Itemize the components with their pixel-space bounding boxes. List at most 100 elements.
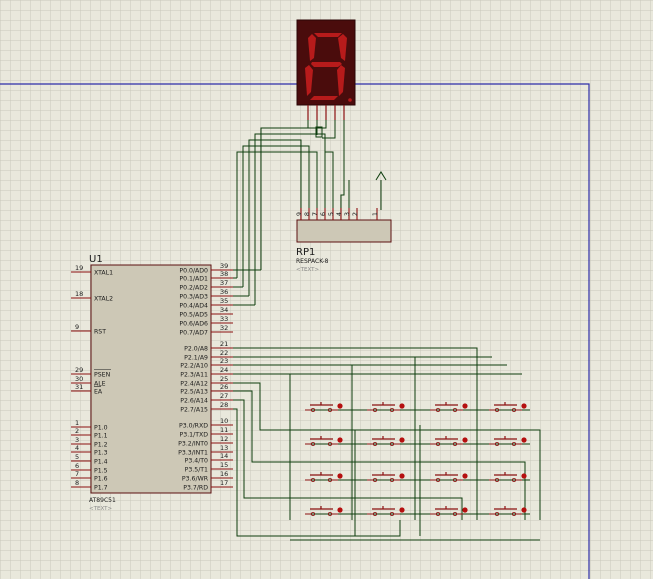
button-dot bbox=[462, 507, 468, 513]
keypad-button[interactable] bbox=[367, 436, 405, 446]
keypad-button[interactable] bbox=[367, 472, 405, 482]
button-dot bbox=[462, 403, 468, 409]
button-dot bbox=[521, 473, 527, 479]
pin-number: 39 bbox=[220, 262, 228, 270]
rp-pin-7[interactable]: 7 bbox=[311, 208, 319, 220]
segment-g bbox=[311, 62, 342, 67]
keypad-button[interactable] bbox=[489, 506, 527, 517]
rp-pin-5[interactable]: 5 bbox=[327, 208, 335, 220]
pin-label: P2.0/A8 bbox=[184, 346, 208, 353]
rp-pin-2[interactable]: 2 bbox=[351, 208, 359, 220]
mcu-pin-p12[interactable]: 3P1.2 bbox=[71, 436, 108, 449]
pin-number: 27 bbox=[220, 392, 228, 400]
button-dot bbox=[399, 473, 405, 479]
pin-number: 26 bbox=[220, 383, 228, 391]
pin-number: 14 bbox=[220, 452, 228, 460]
pin-number: 1 bbox=[75, 419, 79, 427]
pin-label: P0.7/AD7 bbox=[179, 330, 208, 337]
mcu-pin-p10[interactable]: 1P1.0 bbox=[71, 419, 108, 432]
keypad-button[interactable] bbox=[489, 402, 527, 412]
pin-number: 5 bbox=[327, 212, 335, 216]
keypad-matrix[interactable] bbox=[305, 402, 527, 517]
keypad-button[interactable] bbox=[430, 506, 468, 517]
keypad-button[interactable] bbox=[489, 436, 527, 446]
rp-pin-1[interactable]: 1 bbox=[371, 208, 379, 220]
keypad-button[interactable] bbox=[430, 402, 468, 412]
pin-label: P2.3/A11 bbox=[180, 372, 208, 379]
mcu-chip[interactable]: U1AT89C51<TEXT>19XTAL118XTAL29RST29PSEN3… bbox=[71, 254, 233, 512]
pin-label: P0.4/AD4 bbox=[179, 303, 208, 310]
mcu-pin-p11[interactable]: 2P1.1 bbox=[71, 427, 108, 440]
rp-body bbox=[296, 219, 392, 243]
pin-number: 12 bbox=[220, 435, 228, 443]
keypad-button[interactable] bbox=[367, 506, 405, 517]
pin-label: P0.1/AD1 bbox=[179, 276, 208, 283]
pin-label: P0.2/AD2 bbox=[179, 285, 208, 292]
keypad-button[interactable] bbox=[305, 436, 343, 446]
pin-number: 37 bbox=[220, 279, 228, 287]
pin-label: P2.4/A12 bbox=[180, 381, 208, 388]
pin-number: 34 bbox=[220, 306, 228, 314]
rp-pin-8[interactable]: 8 bbox=[303, 208, 311, 220]
rp-pin-3[interactable]: 3 bbox=[343, 208, 351, 220]
mcu-pin-p16[interactable]: 7P1.6 bbox=[71, 470, 108, 483]
pin-number: 1 bbox=[371, 212, 379, 216]
rp-pin-9[interactable]: 9 bbox=[295, 208, 303, 220]
seven-segment-display[interactable] bbox=[296, 19, 356, 120]
pin-label: XTAL1 bbox=[94, 270, 113, 277]
keypad-button[interactable] bbox=[305, 402, 343, 412]
keypad-button[interactable] bbox=[430, 472, 468, 482]
keypad-button[interactable] bbox=[489, 472, 527, 482]
mcu-pin-p17[interactable]: 8P1.7 bbox=[71, 479, 108, 492]
mcu-pin-p13[interactable]: 4P1.3 bbox=[71, 444, 108, 457]
pin-number: 5 bbox=[75, 453, 79, 461]
segment-d bbox=[310, 96, 338, 100]
power-terminal[interactable] bbox=[375, 171, 387, 210]
keypad-button[interactable] bbox=[305, 472, 343, 482]
keypad-button[interactable] bbox=[305, 506, 343, 517]
pin-number: 28 bbox=[220, 401, 228, 409]
mcu-pin-p15[interactable]: 6P1.5 bbox=[71, 462, 108, 475]
keypad-button[interactable] bbox=[367, 402, 405, 412]
button-dot bbox=[337, 473, 343, 479]
rp-pin-4[interactable]: 4 bbox=[335, 208, 343, 220]
pin-number: 8 bbox=[303, 212, 311, 216]
rp-pin-6[interactable]: 6 bbox=[319, 208, 327, 220]
mcu-pin-p14[interactable]: 5P1.4 bbox=[71, 453, 108, 466]
keypad-button[interactable] bbox=[430, 436, 468, 446]
pin-label: P3.3/INT1 bbox=[178, 450, 208, 457]
pin-label: P0.5/AD5 bbox=[179, 312, 208, 319]
